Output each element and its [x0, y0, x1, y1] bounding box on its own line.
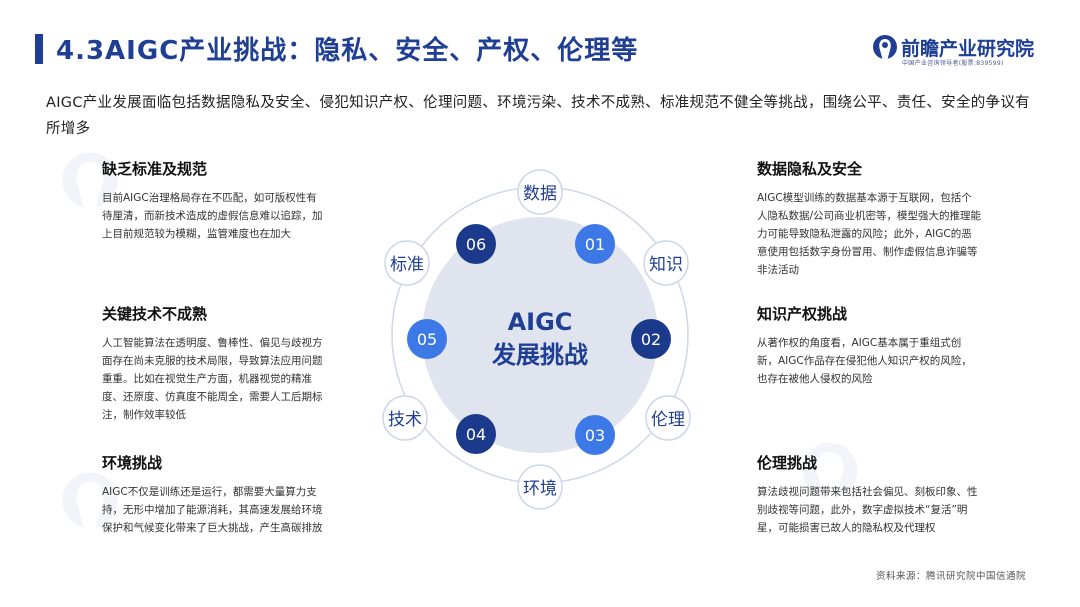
- challenge-block-data-privacy: 数据隐私及安全 AIGC模型训练的数据基本源于互联网，包括个人隐私数据/公司商业…: [757, 158, 982, 279]
- center-title-line2: 发展挑战: [491, 341, 588, 369]
- challenge-text: 从著作权的角度看，AIGC基本属于重组式创新，AIGC作品存在侵犯他人知识产权的…: [757, 337, 972, 385]
- svg-text:技术: 技术: [388, 410, 422, 430]
- challenge-block-ip: 知识产权挑战 从著作权的角度看，AIGC基本属于重组式创新，AIGC作品存在侵犯…: [757, 303, 982, 388]
- node-03: 03: [575, 415, 615, 455]
- svg-text:06: 06: [466, 235, 486, 254]
- challenge-text: 算法歧视问题带来包括社会偏见、刻板印象、性别歧视等问题，此外，数字虚拟技术“复活…: [757, 486, 978, 534]
- title-accent-bar: [35, 34, 43, 64]
- intro-paragraph: AIGC产业发展面临包括数据隐私及安全、侵犯知识产权、伦理问题、环境污染、技术不…: [46, 95, 1030, 137]
- challenge-title: 知识产权挑战: [757, 305, 848, 323]
- challenge-block-standards: 缺乏标准及规范 目前AIGC治理格局存在不匹配，如可版权性有待厘清，而新技术造成…: [102, 158, 327, 243]
- source-note: 资料来源：腾讯研究院中国信通院: [875, 571, 1026, 582]
- svg-text:02: 02: [641, 330, 661, 349]
- page-title: 4.3AIGC产业挑战：隐私、安全、产权、伦理等: [56, 36, 639, 66]
- node-05: 05: [407, 319, 447, 359]
- svg-text:伦理: 伦理: [651, 410, 685, 430]
- challenge-title: 伦理挑战: [757, 454, 818, 472]
- challenge-text: 人工智能算法在透明度、鲁棒性、偏见与歧视方面存在尚未克服的技术局限，导致算法应用…: [102, 337, 323, 421]
- orbit-label-data: 数据: [517, 169, 563, 215]
- challenge-text: 目前AIGC治理格局存在不匹配，如可版权性有待厘清，而新技术造成的虚假信息难以追…: [102, 192, 323, 240]
- logo: 前瞻产业研究院 中国产业咨询领导者(股票:839599): [872, 34, 1047, 68]
- svg-text:01: 01: [585, 235, 605, 254]
- challenge-title: 数据隐私及安全: [757, 160, 863, 178]
- challenge-block-environment: 环境挑战 AIGC不仅是训练还是运行，都需要大量算力支持，无形中增加了能源消耗，…: [102, 452, 327, 537]
- svg-text:知识: 知识: [649, 255, 683, 275]
- orbit-label-technology: 技术: [382, 395, 428, 441]
- challenge-title: 缺乏标准及规范: [102, 160, 208, 178]
- challenge-text: AIGC不仅是训练还是运行，都需要大量算力支持，无形中增加了能源消耗，其高速发展…: [102, 486, 323, 534]
- logo-name: 前瞻产业研究院: [901, 38, 1035, 60]
- challenge-title: 环境挑战: [102, 454, 163, 472]
- center-circle: [422, 217, 658, 453]
- svg-text:04: 04: [466, 425, 486, 444]
- node-06: 06: [456, 224, 496, 264]
- node-04: 04: [456, 414, 496, 454]
- orbit-label-standards: 标准: [384, 240, 430, 286]
- svg-text:标准: 标准: [390, 255, 424, 275]
- svg-text:05: 05: [417, 330, 437, 349]
- challenge-wheel-diagram: AIGC 发展挑战 数据 知识 伦理 环境 技术 标准 01 02 03 04: [382, 169, 691, 510]
- challenge-text: AIGC模型训练的数据基本源于互联网，包括个人隐私数据/公司商业机密等，模型强大…: [757, 192, 982, 276]
- orbit-label-ethics: 伦理: [645, 395, 691, 441]
- orbit-label-environment: 环境: [517, 464, 563, 510]
- challenge-title: 关键技术不成熟: [102, 305, 208, 323]
- center-title-line1: AIGC: [508, 308, 573, 336]
- svg-text:03: 03: [585, 426, 605, 445]
- svg-text:环境: 环境: [523, 479, 557, 499]
- challenge-block-ethics: 伦理挑战 算法歧视问题带来包括社会偏见、刻板印象、性别歧视等问题，此外，数字虚拟…: [757, 452, 982, 537]
- challenge-block-technology: 关键技术不成熟 人工智能算法在透明度、鲁棒性、偏见与歧视方面存在尚未克服的技术局…: [102, 303, 327, 424]
- svg-text:数据: 数据: [523, 184, 557, 204]
- node-02: 02: [631, 319, 671, 359]
- logo-mark-icon: [873, 35, 897, 61]
- logo-subtitle: 中国产业咨询领导者(股票:839599): [902, 60, 1004, 67]
- orbit-label-knowledge: 知识: [643, 240, 689, 286]
- node-01: 01: [575, 224, 615, 264]
